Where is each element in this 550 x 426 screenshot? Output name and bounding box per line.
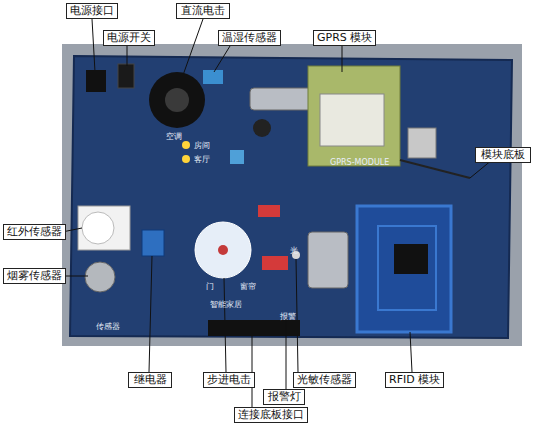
callout-text: 烟雾传感器 bbox=[7, 269, 62, 283]
gprs-chip bbox=[320, 94, 384, 146]
gprs-module bbox=[308, 66, 400, 166]
callout-box: RFID 模块 bbox=[385, 372, 444, 388]
leader-line bbox=[224, 278, 226, 372]
callout-box: 红外传感器 bbox=[3, 224, 66, 240]
callout-box: 连接底板接口 bbox=[234, 407, 308, 423]
dip-switch bbox=[258, 205, 280, 217]
leader-line bbox=[410, 332, 412, 372]
silkscreen-label: 报警 bbox=[280, 312, 296, 321]
led bbox=[182, 141, 190, 149]
dip-switch bbox=[262, 256, 288, 270]
callout-text: 直流电击 bbox=[180, 4, 226, 18]
callout-text: 模块底板 bbox=[479, 148, 527, 162]
smoke-sensor bbox=[85, 262, 115, 292]
silkscreen-label: 窗帘 bbox=[240, 282, 256, 291]
dc-motor-hub bbox=[165, 88, 189, 112]
callout-text: 光敏传感器 bbox=[297, 373, 352, 387]
callout-text: 步进电击 bbox=[207, 373, 251, 387]
stepper-center bbox=[218, 245, 228, 255]
leader-line bbox=[92, 19, 95, 72]
silkscreen-label: 光 bbox=[290, 246, 298, 255]
callout-text: 电源接口 bbox=[70, 4, 114, 18]
callout-text: 报警灯 bbox=[267, 390, 301, 404]
sensor-part bbox=[230, 150, 244, 164]
silkscreen-label: 房间 bbox=[194, 141, 210, 150]
rfid-antenna bbox=[357, 206, 451, 332]
power-switch bbox=[118, 64, 134, 88]
serial-connector bbox=[250, 88, 312, 110]
callout-box: 光敏传感器 bbox=[293, 372, 356, 388]
callout-box: 电源开关 bbox=[103, 30, 155, 46]
callout-box: GPRS 模块 bbox=[313, 30, 376, 46]
sim-holder bbox=[408, 128, 436, 158]
leader-line bbox=[342, 46, 343, 72]
callout-box: 电源接口 bbox=[66, 3, 118, 19]
pir-sensor bbox=[78, 206, 130, 250]
silkscreen-label: GPRS-MODULE bbox=[330, 158, 389, 167]
callout-text: 红外传感器 bbox=[7, 225, 62, 239]
dc-motor bbox=[149, 72, 205, 128]
callout-text: 连接底板接口 bbox=[238, 408, 304, 422]
leader-line bbox=[127, 46, 128, 66]
pcb-board bbox=[70, 56, 512, 338]
callout-text: 温湿传感器 bbox=[222, 31, 277, 45]
callout-box: 直流电击 bbox=[176, 3, 230, 19]
humidity-sensor bbox=[203, 70, 223, 84]
callout-box: 步进电击 bbox=[203, 372, 255, 388]
serial-connector bbox=[308, 232, 348, 288]
callout-text: GPRS 模块 bbox=[317, 31, 372, 45]
pir-dome bbox=[82, 212, 114, 244]
callout-box: 报警灯 bbox=[263, 389, 305, 405]
rfid-chip bbox=[394, 244, 428, 274]
silkscreen-label: 传感器 bbox=[96, 322, 120, 331]
stepper-dial bbox=[195, 222, 251, 278]
leader-line bbox=[296, 259, 298, 372]
leader-line bbox=[149, 256, 152, 372]
power-jack bbox=[86, 70, 106, 92]
leader-line bbox=[286, 318, 287, 389]
leader-line bbox=[214, 46, 230, 72]
buzzer bbox=[253, 119, 271, 137]
led bbox=[182, 155, 190, 163]
relay bbox=[142, 230, 164, 256]
callout-text: 电源开关 bbox=[107, 31, 151, 45]
callout-box: 烟雾传感器 bbox=[3, 268, 66, 284]
callout-box: 模块底板 bbox=[475, 147, 531, 163]
photo-background bbox=[62, 44, 522, 346]
callout-text: 继电器 bbox=[132, 373, 168, 387]
silkscreen-label: 客厅 bbox=[194, 155, 210, 164]
silkscreen-label: 智能家居 bbox=[210, 300, 242, 309]
leader-line bbox=[182, 19, 203, 78]
silkscreen-label: 门 bbox=[206, 282, 214, 291]
silkscreen-label: 空调 bbox=[166, 132, 182, 141]
callout-box: 继电器 bbox=[128, 372, 172, 388]
callout-box: 温湿传感器 bbox=[218, 30, 281, 46]
callout-text: RFID 模块 bbox=[389, 373, 440, 387]
rfid-coil bbox=[378, 226, 436, 310]
antenna-cable bbox=[400, 160, 470, 178]
leader-lines bbox=[62, 19, 498, 407]
